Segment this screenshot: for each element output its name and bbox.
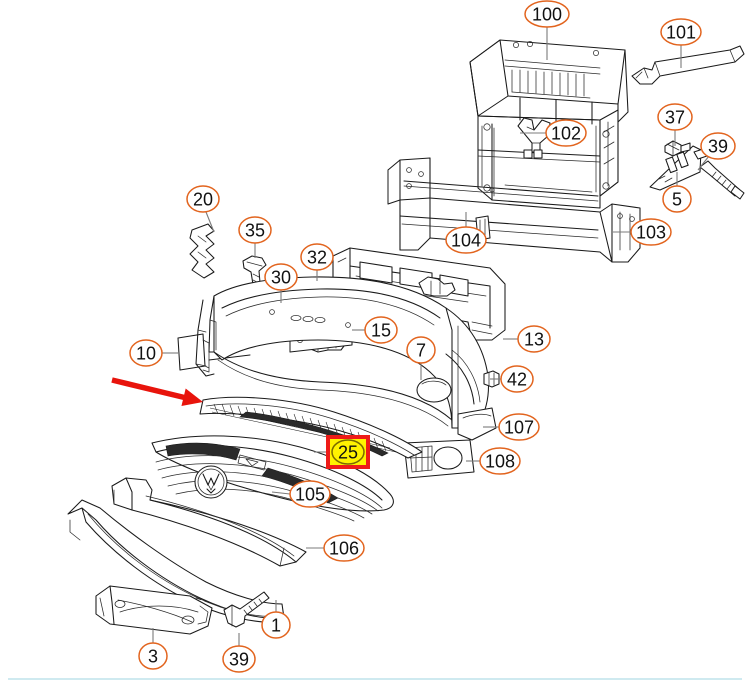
callout-39[interactable]: 39 bbox=[700, 132, 736, 160]
callout-1[interactable]: 1 bbox=[261, 611, 291, 639]
callout-bubble-13 bbox=[517, 325, 551, 353]
callout-107[interactable]: 107 bbox=[498, 413, 540, 441]
callout-label-108: 108 bbox=[485, 452, 515, 472]
callout-106[interactable]: 106 bbox=[323, 534, 365, 562]
callout-35[interactable]: 35 bbox=[238, 216, 272, 244]
callout-bubble-1 bbox=[261, 611, 291, 639]
callout-label-1: 1 bbox=[271, 616, 281, 636]
part-37-clip bbox=[664, 140, 691, 157]
callout-7[interactable]: 7 bbox=[406, 336, 436, 364]
callout-label-3: 3 bbox=[148, 647, 158, 667]
callout-bubble-42 bbox=[500, 365, 534, 393]
callout-100[interactable]: 100 bbox=[524, 0, 570, 28]
part-104-impact-beam bbox=[387, 157, 641, 263]
callout-bubble-106 bbox=[323, 534, 365, 562]
callout-bubble-7 bbox=[406, 336, 436, 364]
part-3-underbody-shield bbox=[95, 585, 213, 635]
part-32-retaining-clip bbox=[418, 276, 456, 297]
callout-37[interactable]: 37 bbox=[657, 103, 693, 131]
callout-102[interactable]: 102 bbox=[545, 119, 587, 147]
callout-label-102: 102 bbox=[551, 124, 581, 144]
callout-label-30: 30 bbox=[271, 268, 291, 288]
callout-bubble-30 bbox=[264, 263, 298, 291]
leader-line-20 bbox=[205, 211, 215, 233]
callout-label-7: 7 bbox=[416, 341, 426, 361]
callout-leader-lines bbox=[152, 27, 710, 646]
part-7-bumper-cover bbox=[195, 276, 489, 429]
callout-bubble-32 bbox=[300, 243, 334, 271]
callout-label-103: 103 bbox=[636, 223, 666, 243]
callout-bubble-105 bbox=[289, 480, 331, 508]
callout-bubble-10 bbox=[129, 339, 163, 367]
callout-15[interactable]: 15 bbox=[364, 316, 398, 344]
red-arrow-shaft bbox=[111, 377, 188, 401]
callout-bubble-20 bbox=[186, 185, 220, 213]
callout-10[interactable]: 10 bbox=[129, 339, 163, 367]
part-101-strut bbox=[631, 45, 745, 85]
part-5-mounting-bracket bbox=[649, 145, 711, 191]
callout-103[interactable]: 103 bbox=[630, 218, 672, 246]
callout-bubble-108 bbox=[479, 447, 521, 475]
callout-label-39: 39 bbox=[229, 650, 249, 670]
callout-label-15: 15 bbox=[371, 321, 391, 341]
leader-line-105 bbox=[271, 491, 291, 495]
callout-bubble-103 bbox=[630, 218, 672, 246]
callout-13[interactable]: 13 bbox=[517, 325, 551, 353]
callout-label-105: 105 bbox=[295, 485, 325, 505]
part-25-upper-air-intake-grille bbox=[199, 396, 423, 459]
part-108-fog-grille-surround bbox=[403, 439, 475, 479]
callout-30[interactable]: 30 bbox=[264, 263, 298, 291]
highlighted-callout-25[interactable]: 25 bbox=[326, 435, 370, 469]
callout-label-37: 37 bbox=[665, 108, 685, 128]
part-39-bolt-upper bbox=[699, 160, 745, 200]
part-10-tow-hook-flap bbox=[177, 333, 251, 373]
part-107-fog-blank-cover bbox=[457, 407, 497, 441]
part-39-bolt-lower bbox=[223, 591, 270, 628]
callout-20[interactable]: 20 bbox=[186, 185, 220, 213]
callout-5[interactable]: 5 bbox=[662, 185, 692, 213]
callout-label-101: 101 bbox=[666, 23, 696, 43]
callout-bubble-15 bbox=[364, 316, 398, 344]
part-20-guide-bracket bbox=[189, 223, 215, 279]
callout-bubble-107 bbox=[498, 413, 540, 441]
callout-32[interactable]: 32 bbox=[300, 243, 334, 271]
callout-label-106: 106 bbox=[329, 539, 359, 559]
callout-bubble-37 bbox=[657, 103, 693, 131]
callout-label-10: 10 bbox=[136, 344, 156, 364]
callout-label-39: 39 bbox=[708, 137, 728, 157]
callout-bubble-5 bbox=[662, 185, 692, 213]
callout-bubble-100 bbox=[524, 0, 570, 28]
callout-label-42: 42 bbox=[507, 370, 527, 390]
callout-104[interactable]: 104 bbox=[445, 226, 487, 254]
leader-line-39 bbox=[697, 155, 710, 171]
callout-label-35: 35 bbox=[245, 221, 265, 241]
callout-bubble-39 bbox=[700, 132, 736, 160]
callout-label-107: 107 bbox=[504, 418, 534, 438]
callout-bubble-104 bbox=[445, 226, 487, 254]
red-arrow-pointer bbox=[111, 377, 203, 407]
callout-bubble-102 bbox=[545, 119, 587, 147]
callout-108[interactable]: 108 bbox=[479, 447, 521, 475]
callout-39[interactable]: 39 bbox=[222, 645, 256, 673]
callout-bubble-35 bbox=[238, 216, 272, 244]
part-106-lower-spoiler-trim bbox=[111, 477, 307, 567]
callout-3[interactable]: 3 bbox=[138, 642, 168, 670]
callout-bubble-101 bbox=[660, 18, 702, 46]
callout-label-20: 20 bbox=[193, 190, 213, 210]
callout-101[interactable]: 101 bbox=[660, 18, 702, 46]
callout-105[interactable]: 105 bbox=[289, 480, 331, 508]
callout-label-100: 100 bbox=[532, 5, 562, 25]
highlight-bubble bbox=[331, 439, 365, 465]
callout-label-32: 32 bbox=[307, 248, 327, 268]
red-arrow-head bbox=[181, 388, 203, 407]
callout-label-13: 13 bbox=[524, 330, 544, 350]
callout-bubble-3 bbox=[138, 642, 168, 670]
highlight-label: 25 bbox=[338, 443, 358, 463]
callout-bubble-39 bbox=[222, 645, 256, 673]
callout-42[interactable]: 42 bbox=[500, 365, 534, 393]
callout-label-5: 5 bbox=[672, 190, 682, 210]
callout-label-104: 104 bbox=[451, 231, 481, 251]
